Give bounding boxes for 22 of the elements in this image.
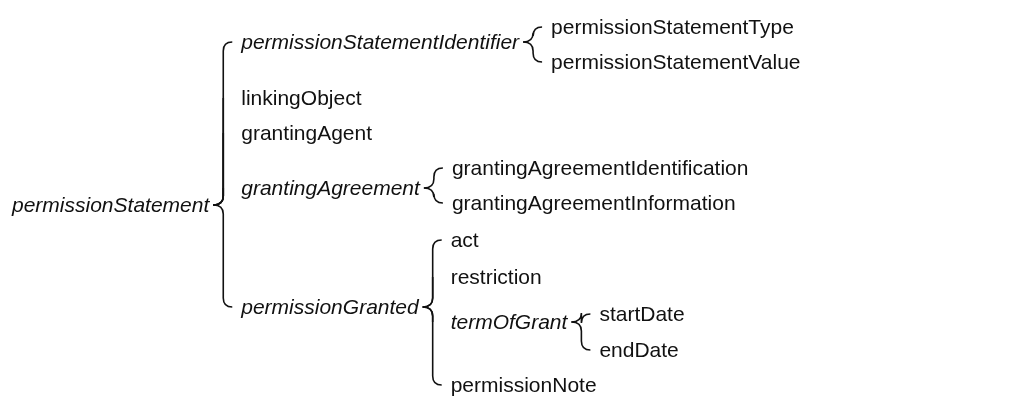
brace-connector xyxy=(423,167,444,189)
brace-connector xyxy=(421,306,443,386)
field-term: grantingAgent xyxy=(223,120,373,146)
field-term: permissionStatementType xyxy=(533,14,794,40)
field-term: endDate xyxy=(581,337,679,363)
brace-connector xyxy=(522,26,543,43)
field-term: act xyxy=(432,227,479,253)
field-term: permissionNote xyxy=(432,372,597,398)
group-term: grantingAgreement xyxy=(223,175,424,201)
brace-connector xyxy=(212,204,234,308)
field-term: linkingObject xyxy=(223,85,362,111)
field-term: permissionStatementValue xyxy=(533,49,801,75)
group-term: permissionStatementIdentifier xyxy=(223,29,524,55)
group-term: permissionGranted xyxy=(223,294,423,320)
field-term: grantingAgreementIdentification xyxy=(433,155,749,181)
field-term: grantingAgreementInformation xyxy=(433,190,736,216)
group-term: permissionStatement xyxy=(12,192,214,218)
field-term: startDate xyxy=(581,301,685,327)
brace-connector xyxy=(522,41,543,63)
brace-connector xyxy=(423,187,444,204)
field-term: restriction xyxy=(432,264,542,290)
group-term: termOfGrant xyxy=(432,309,572,335)
